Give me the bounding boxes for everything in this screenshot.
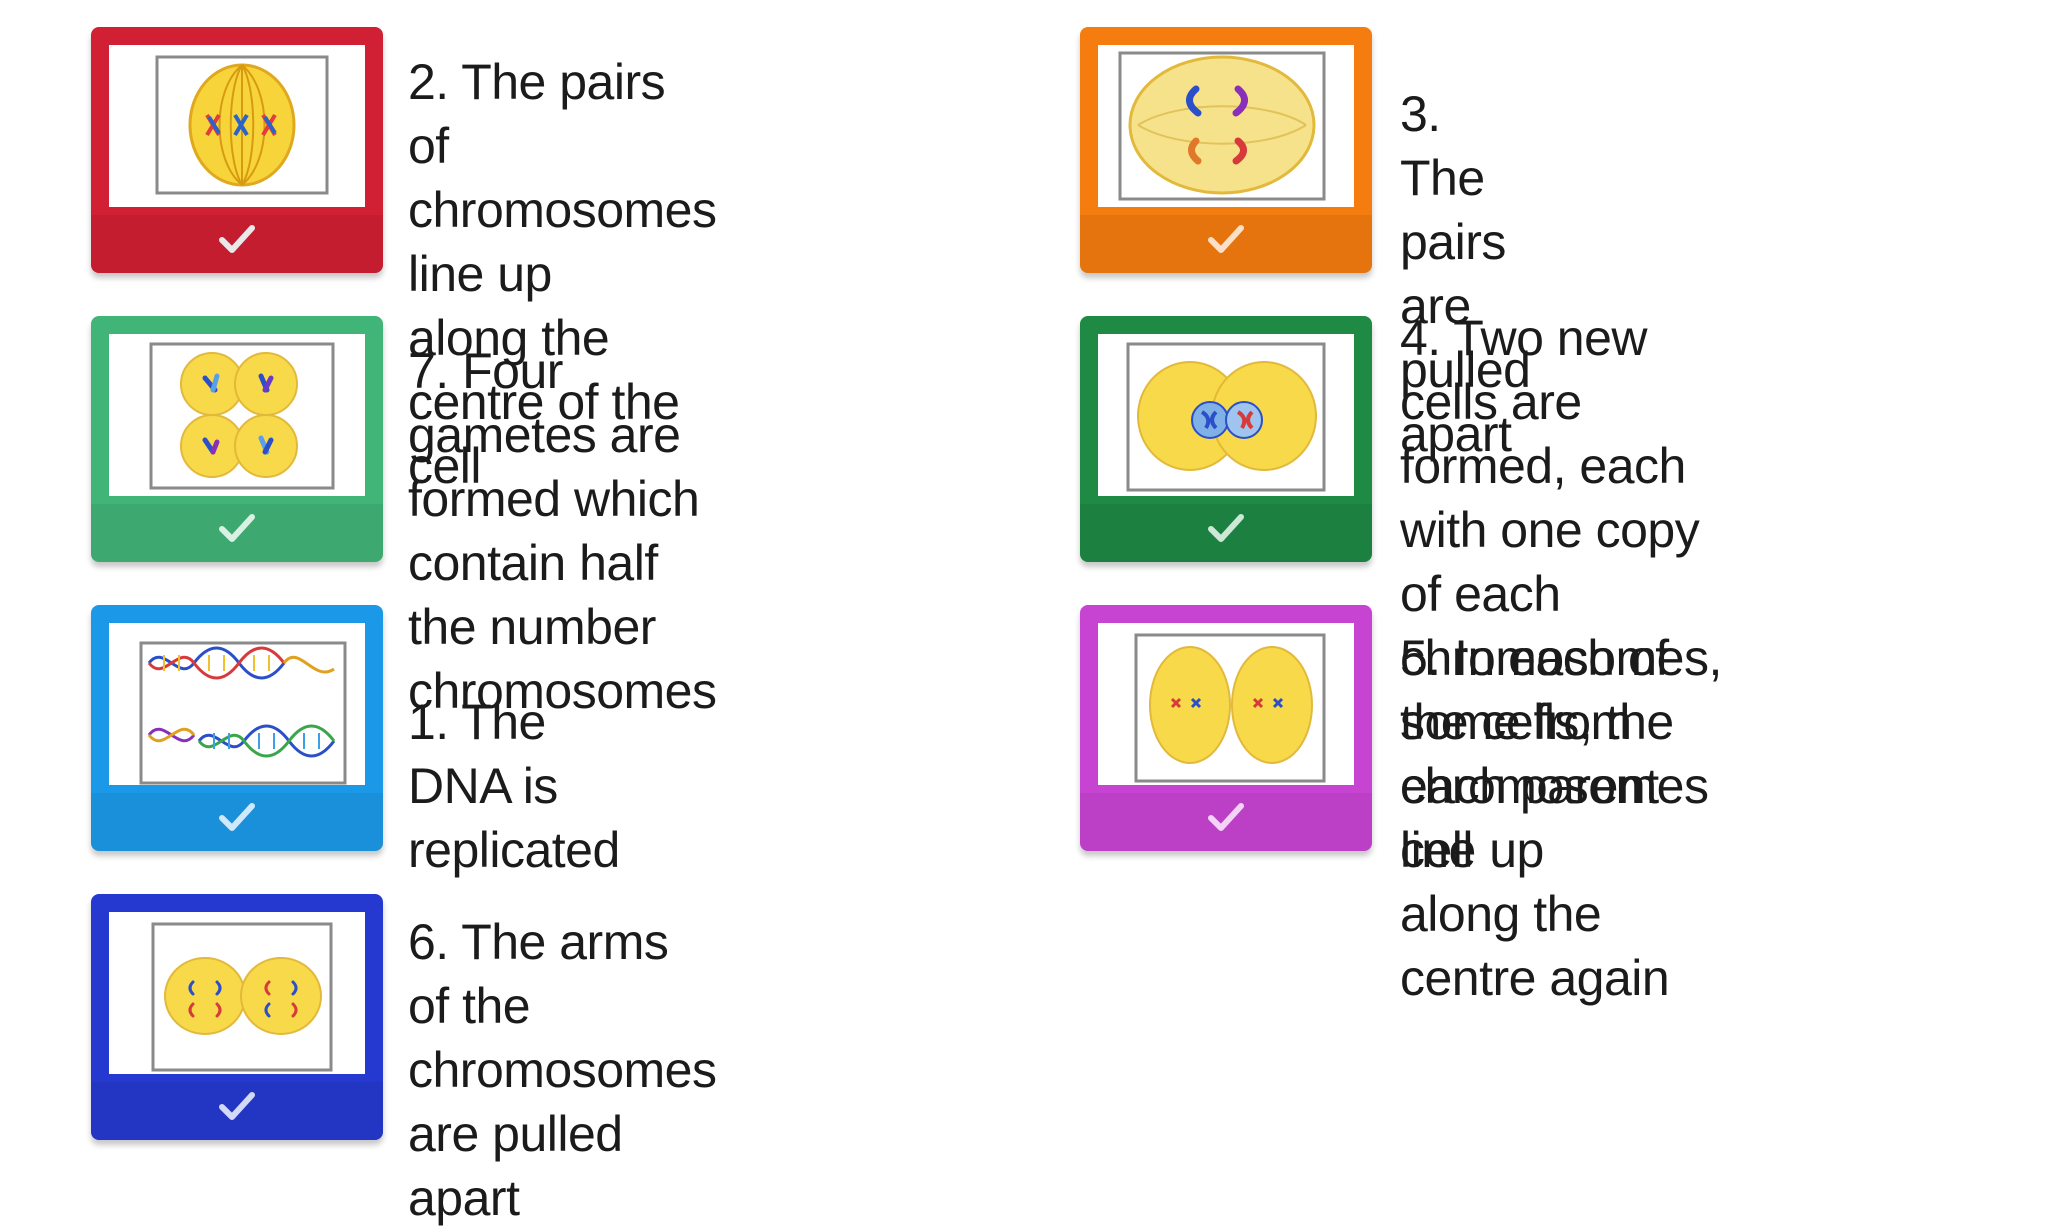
answer-card-step-3[interactable] xyxy=(1080,27,1372,273)
dna-helix-icon xyxy=(109,623,365,785)
check-icon xyxy=(91,508,383,548)
second-metaphase-icon xyxy=(1098,623,1354,785)
answer-label-step-5: 5. In each of the cells, the chromosomes… xyxy=(1400,630,1709,1006)
check-icon xyxy=(1080,219,1372,259)
two-daughter-cells-icon xyxy=(1098,334,1354,496)
answer-card-step-1[interactable] xyxy=(91,605,383,851)
second-anaphase-icon xyxy=(109,912,365,1074)
answer-label-step-2: 2. The pairs of chromosomes line up alon… xyxy=(408,54,717,494)
answer-card-step-7[interactable] xyxy=(91,316,383,562)
answer-card-step-4[interactable] xyxy=(1080,316,1372,562)
answer-label-step-7: 7. Four gametes are formed which contain… xyxy=(408,343,717,719)
check-icon xyxy=(91,1086,383,1126)
answer-label-step-6: 6. The arms of the chromosomes are pulle… xyxy=(408,914,717,1226)
answer-card-step-5[interactable] xyxy=(1080,605,1372,851)
check-icon xyxy=(91,219,383,259)
metaphase-cell-icon xyxy=(109,45,365,207)
answer-label-step-3: 3. The pairs are pulled apart xyxy=(1400,86,1531,462)
check-icon xyxy=(91,797,383,837)
answer-label-step-4: 4. Two new cells are formed, each with o… xyxy=(1400,310,1722,878)
answer-card-step-6[interactable] xyxy=(91,894,383,1140)
four-gametes-icon xyxy=(109,334,365,496)
check-icon xyxy=(1080,508,1372,548)
check-icon xyxy=(1080,797,1372,837)
answer-label-step-1: 1. The DNA is replicated xyxy=(408,694,620,878)
answer-card-step-2[interactable] xyxy=(91,27,383,273)
anaphase-cell-icon xyxy=(1098,45,1354,207)
